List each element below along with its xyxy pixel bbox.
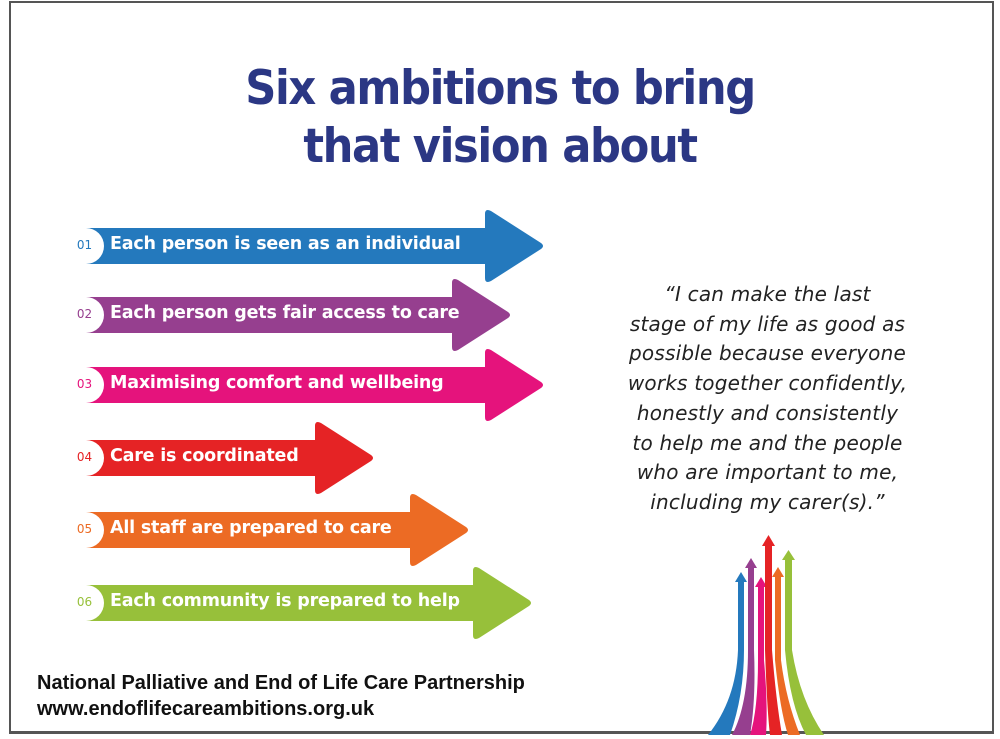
ambition-label: Care is coordinated [110, 446, 299, 466]
ambition-arrow-03: 03 Maximising comfort and wellbeing [68, 347, 550, 422]
ambition-number: 06 [76, 595, 93, 609]
arrow-shape-icon [68, 494, 468, 566]
ambition-number: 01 [76, 238, 93, 252]
quote-line: “I can make the last [664, 282, 871, 306]
quote-line: who are important to me, [636, 460, 899, 485]
organisation-name: National Palliative and End of Life Care… [37, 672, 525, 694]
quote-line: possible because everyone [629, 341, 906, 366]
footer: National Palliative and End of Life Care… [37, 670, 525, 722]
quote-line: stage of my life as good as [629, 311, 906, 336]
quote-line: works together confidently, [627, 371, 908, 396]
rising-arrows-logo-icon [700, 530, 825, 735]
ambition-label: All staff are prepared to care [110, 518, 392, 538]
page-title: Six ambitions to bring that vision about [40, 60, 960, 176]
ambition-label: Maximising comfort and wellbeing [110, 373, 444, 393]
ambition-arrow-06: 06 Each community is prepared to help [68, 565, 538, 640]
ambition-number: 02 [76, 307, 93, 321]
title-line-1: Six ambitions to bring [245, 61, 756, 116]
title-line-2: that vision about [303, 119, 698, 174]
website-link[interactable]: www.endoflifecareambitions.org.uk [37, 698, 375, 720]
ambition-number: 04 [76, 450, 93, 464]
quote-line: including my carer(s).” [650, 489, 885, 514]
ambition-label: Each person gets fair access to care [110, 303, 460, 323]
ambition-label: Each person is seen as an individual [110, 234, 461, 254]
ambition-number: 03 [76, 377, 93, 391]
page-frame [9, 1, 994, 734]
ambition-arrow-05: 05 All staff are prepared to care [68, 492, 475, 567]
quote-line: to help me and the people [632, 430, 903, 455]
ambition-label: Each community is prepared to help [110, 591, 460, 611]
ambition-arrow-04: 04 Care is coordinated [68, 420, 380, 495]
arrow-shape-icon [68, 210, 543, 282]
arrow-shape-icon [68, 567, 531, 639]
ambition-arrow-01: 01 Each person is seen as an individual [68, 208, 550, 283]
ambition-number: 05 [76, 522, 93, 536]
arrow-shape-icon [68, 422, 373, 494]
arrow-shape-icon [68, 279, 510, 351]
vision-quote: “I can make the last stage of my life as… [585, 280, 950, 518]
ambition-arrow-02: 02 Each person gets fair access to care [68, 277, 517, 352]
arrow-shape-icon [68, 349, 543, 421]
quote-line: honestly and consistently [636, 400, 899, 425]
